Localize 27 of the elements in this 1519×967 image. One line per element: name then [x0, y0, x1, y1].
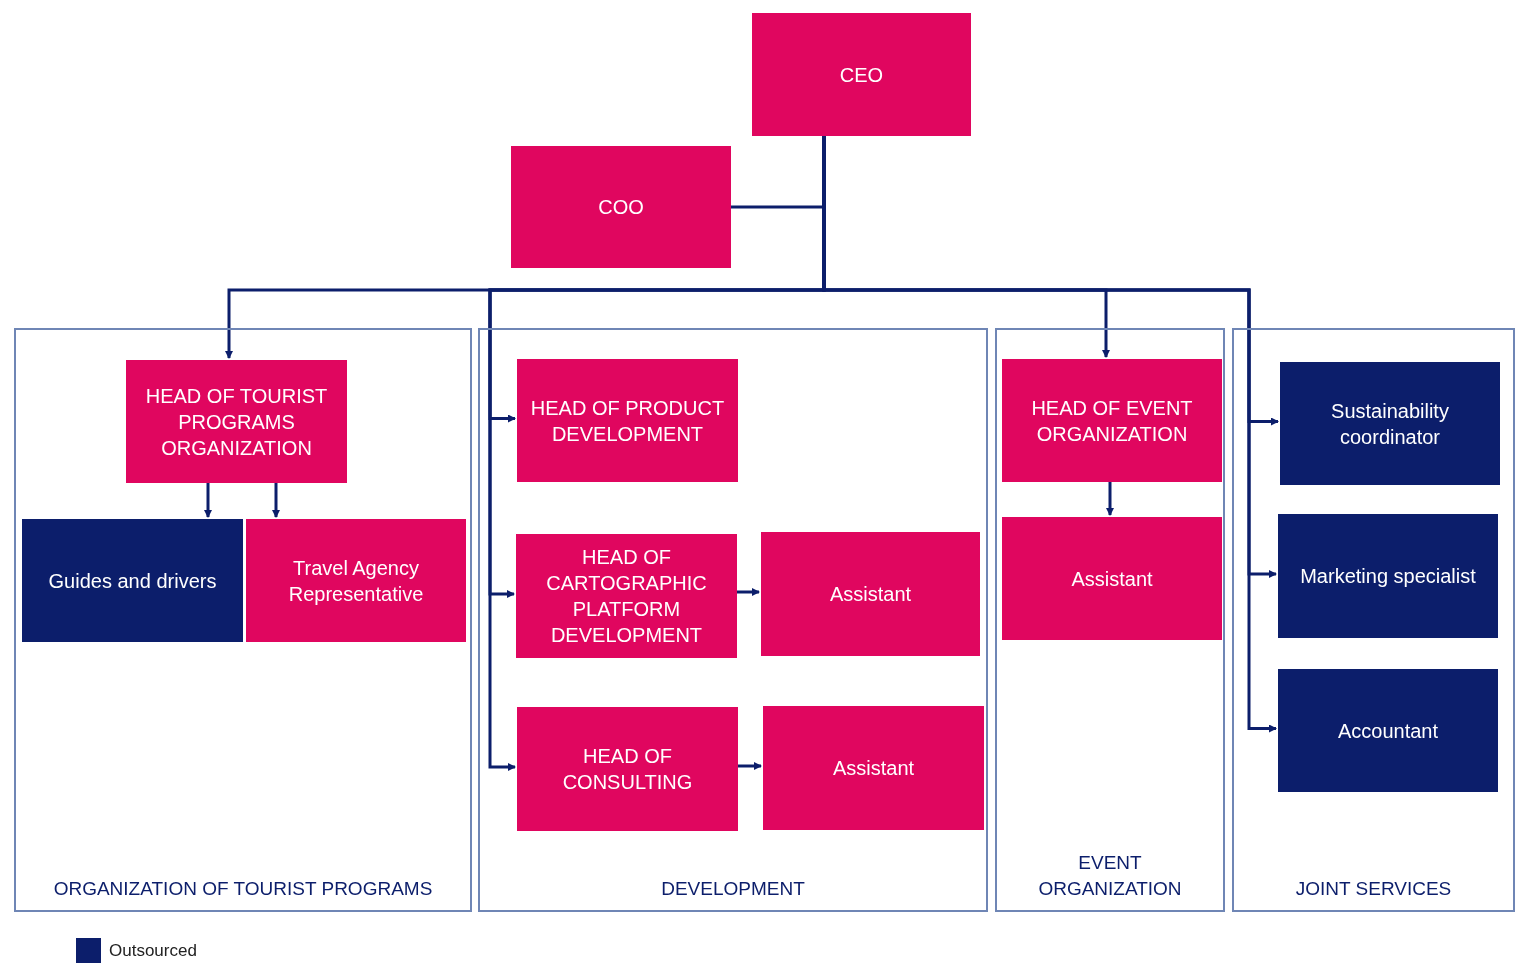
role-box: CEO — [752, 13, 971, 136]
department-title: ORGANIZATION OF TOURIST PROGRAMS — [52, 877, 434, 901]
connector-arrow — [1106, 480, 1114, 516]
outsourced-role-box: Sustainability coordinator — [1280, 362, 1500, 485]
department-title: JOINT SERVICES — [1294, 877, 1453, 901]
role-box: HEAD OF EVENT ORGANIZATION — [1002, 359, 1222, 482]
department-panel — [14, 328, 472, 912]
department-panel — [1232, 328, 1515, 912]
role-box: Assistant — [761, 532, 980, 656]
role-box: Assistant — [1002, 517, 1222, 640]
outsourced-role-box: Marketing specialist — [1278, 514, 1498, 638]
role-box: COO — [511, 146, 731, 268]
outsourced-role-box: Accountant — [1278, 669, 1498, 792]
legend-label: Outsourced — [109, 940, 197, 962]
department-title: DEVELOPMENT — [660, 877, 806, 901]
role-box: HEAD OF CONSULTING — [517, 707, 738, 831]
department-panel — [995, 328, 1225, 912]
department-panel — [478, 328, 988, 912]
connector-arrow — [204, 481, 212, 518]
role-box: HEAD OF CARTOGRAPHIC PLATFORM DEVELOPMENT — [516, 534, 737, 658]
role-box: Assistant — [763, 706, 984, 830]
connector-arrow — [272, 481, 280, 518]
role-box: Travel Agency Representative — [246, 519, 466, 642]
role-box: HEAD OF TOURIST PROGRAMS ORGANIZATION — [126, 360, 347, 483]
role-box: HEAD OF PRODUCT DEVELOPMENT — [517, 359, 738, 482]
outsourced-role-box: Guides and drivers — [22, 519, 243, 642]
department-title: EVENT ORGANIZATION — [1037, 851, 1183, 901]
